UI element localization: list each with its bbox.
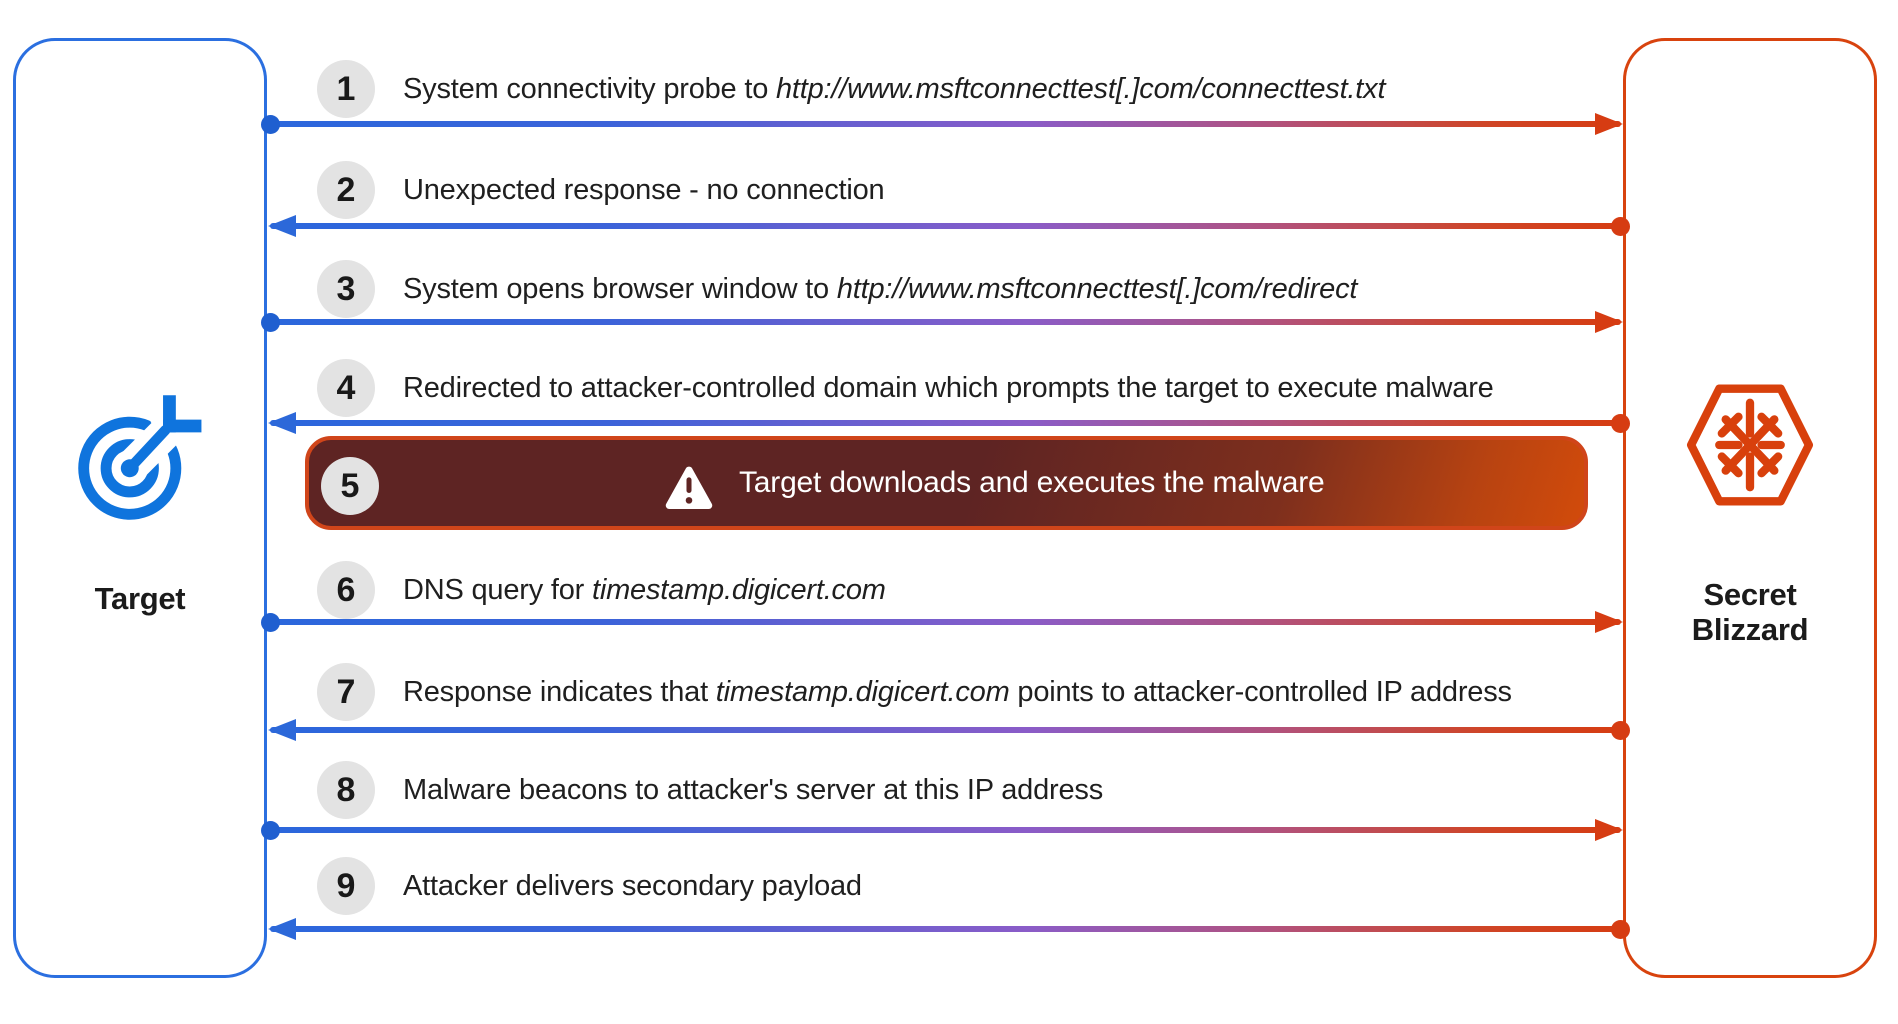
arrowhead-icon bbox=[1595, 611, 1623, 633]
step-description: DNS query for timestamp.digicert.com bbox=[403, 574, 886, 606]
step-number-badge: 7 bbox=[317, 663, 375, 721]
arrowhead-icon bbox=[1595, 819, 1623, 841]
step-number-badge: 8 bbox=[317, 761, 375, 819]
step-number-badge: 1 bbox=[317, 60, 375, 118]
arrow-origin-dot bbox=[1611, 413, 1630, 433]
arrowhead-icon bbox=[1595, 311, 1623, 333]
step-number-badge: 6 bbox=[317, 561, 375, 619]
step-description: Unexpected response - no connection bbox=[403, 174, 885, 206]
message-arrow-to-target bbox=[268, 918, 1630, 940]
step-number-badge: 4 bbox=[317, 359, 375, 417]
arrow-origin-dot bbox=[1611, 919, 1630, 939]
attacker-lane: Secret Blizzard bbox=[1623, 38, 1877, 978]
target-lane: Target bbox=[13, 38, 267, 978]
step-description: Target downloads and executes the malwar… bbox=[739, 466, 1325, 499]
step-number-badge: 2 bbox=[317, 161, 375, 219]
attacker-label: Secret Blizzard bbox=[1626, 577, 1874, 647]
message-arrow-to-attacker bbox=[261, 311, 1623, 333]
arrow-origin-dot bbox=[261, 312, 280, 332]
warning-icon bbox=[665, 466, 713, 510]
attacker-label-line2: Blizzard bbox=[1691, 612, 1809, 647]
step-number-badge: 5 bbox=[321, 457, 379, 515]
step-description: Attacker delivers secondary payload bbox=[403, 870, 862, 902]
message-arrow-to-target bbox=[268, 215, 1630, 237]
target-bullseye-icon bbox=[78, 395, 204, 520]
arrowhead-icon bbox=[268, 215, 296, 237]
step-description: System connectivity probe to http://www.… bbox=[403, 73, 1386, 105]
arrow-origin-dot bbox=[261, 820, 280, 840]
arrowhead-icon bbox=[268, 719, 296, 741]
arrow-origin-dot bbox=[261, 114, 280, 134]
step-description: Response indicates that timestamp.digice… bbox=[403, 676, 1512, 708]
message-arrow-to-attacker bbox=[261, 611, 1623, 633]
target-label: Target bbox=[94, 581, 186, 616]
arrowhead-icon bbox=[268, 412, 296, 434]
highlight-banner-step5: 5 Target downloads and executes the malw… bbox=[305, 436, 1588, 530]
message-arrow-to-target bbox=[268, 412, 1630, 434]
arrowhead-icon bbox=[1595, 113, 1623, 135]
step-number-badge: 3 bbox=[317, 260, 375, 318]
message-arrow-to-target bbox=[268, 719, 1630, 741]
arrow-origin-dot bbox=[1611, 720, 1630, 740]
step-description: Malware beacons to attacker's server at … bbox=[403, 774, 1103, 806]
arrowhead-icon bbox=[268, 918, 296, 940]
snowflake-hexagon-icon bbox=[1686, 384, 1814, 506]
step-number-badge: 9 bbox=[317, 857, 375, 915]
message-arrow-to-attacker bbox=[261, 819, 1623, 841]
message-arrow-to-attacker bbox=[261, 113, 1623, 135]
arrow-origin-dot bbox=[261, 612, 280, 632]
step-description: Redirected to attacker-controlled domain… bbox=[403, 372, 1494, 404]
arrow-origin-dot bbox=[1611, 216, 1630, 236]
attacker-label-line1: Secret bbox=[1703, 577, 1797, 612]
step-description: System opens browser window to http://ww… bbox=[403, 273, 1358, 305]
